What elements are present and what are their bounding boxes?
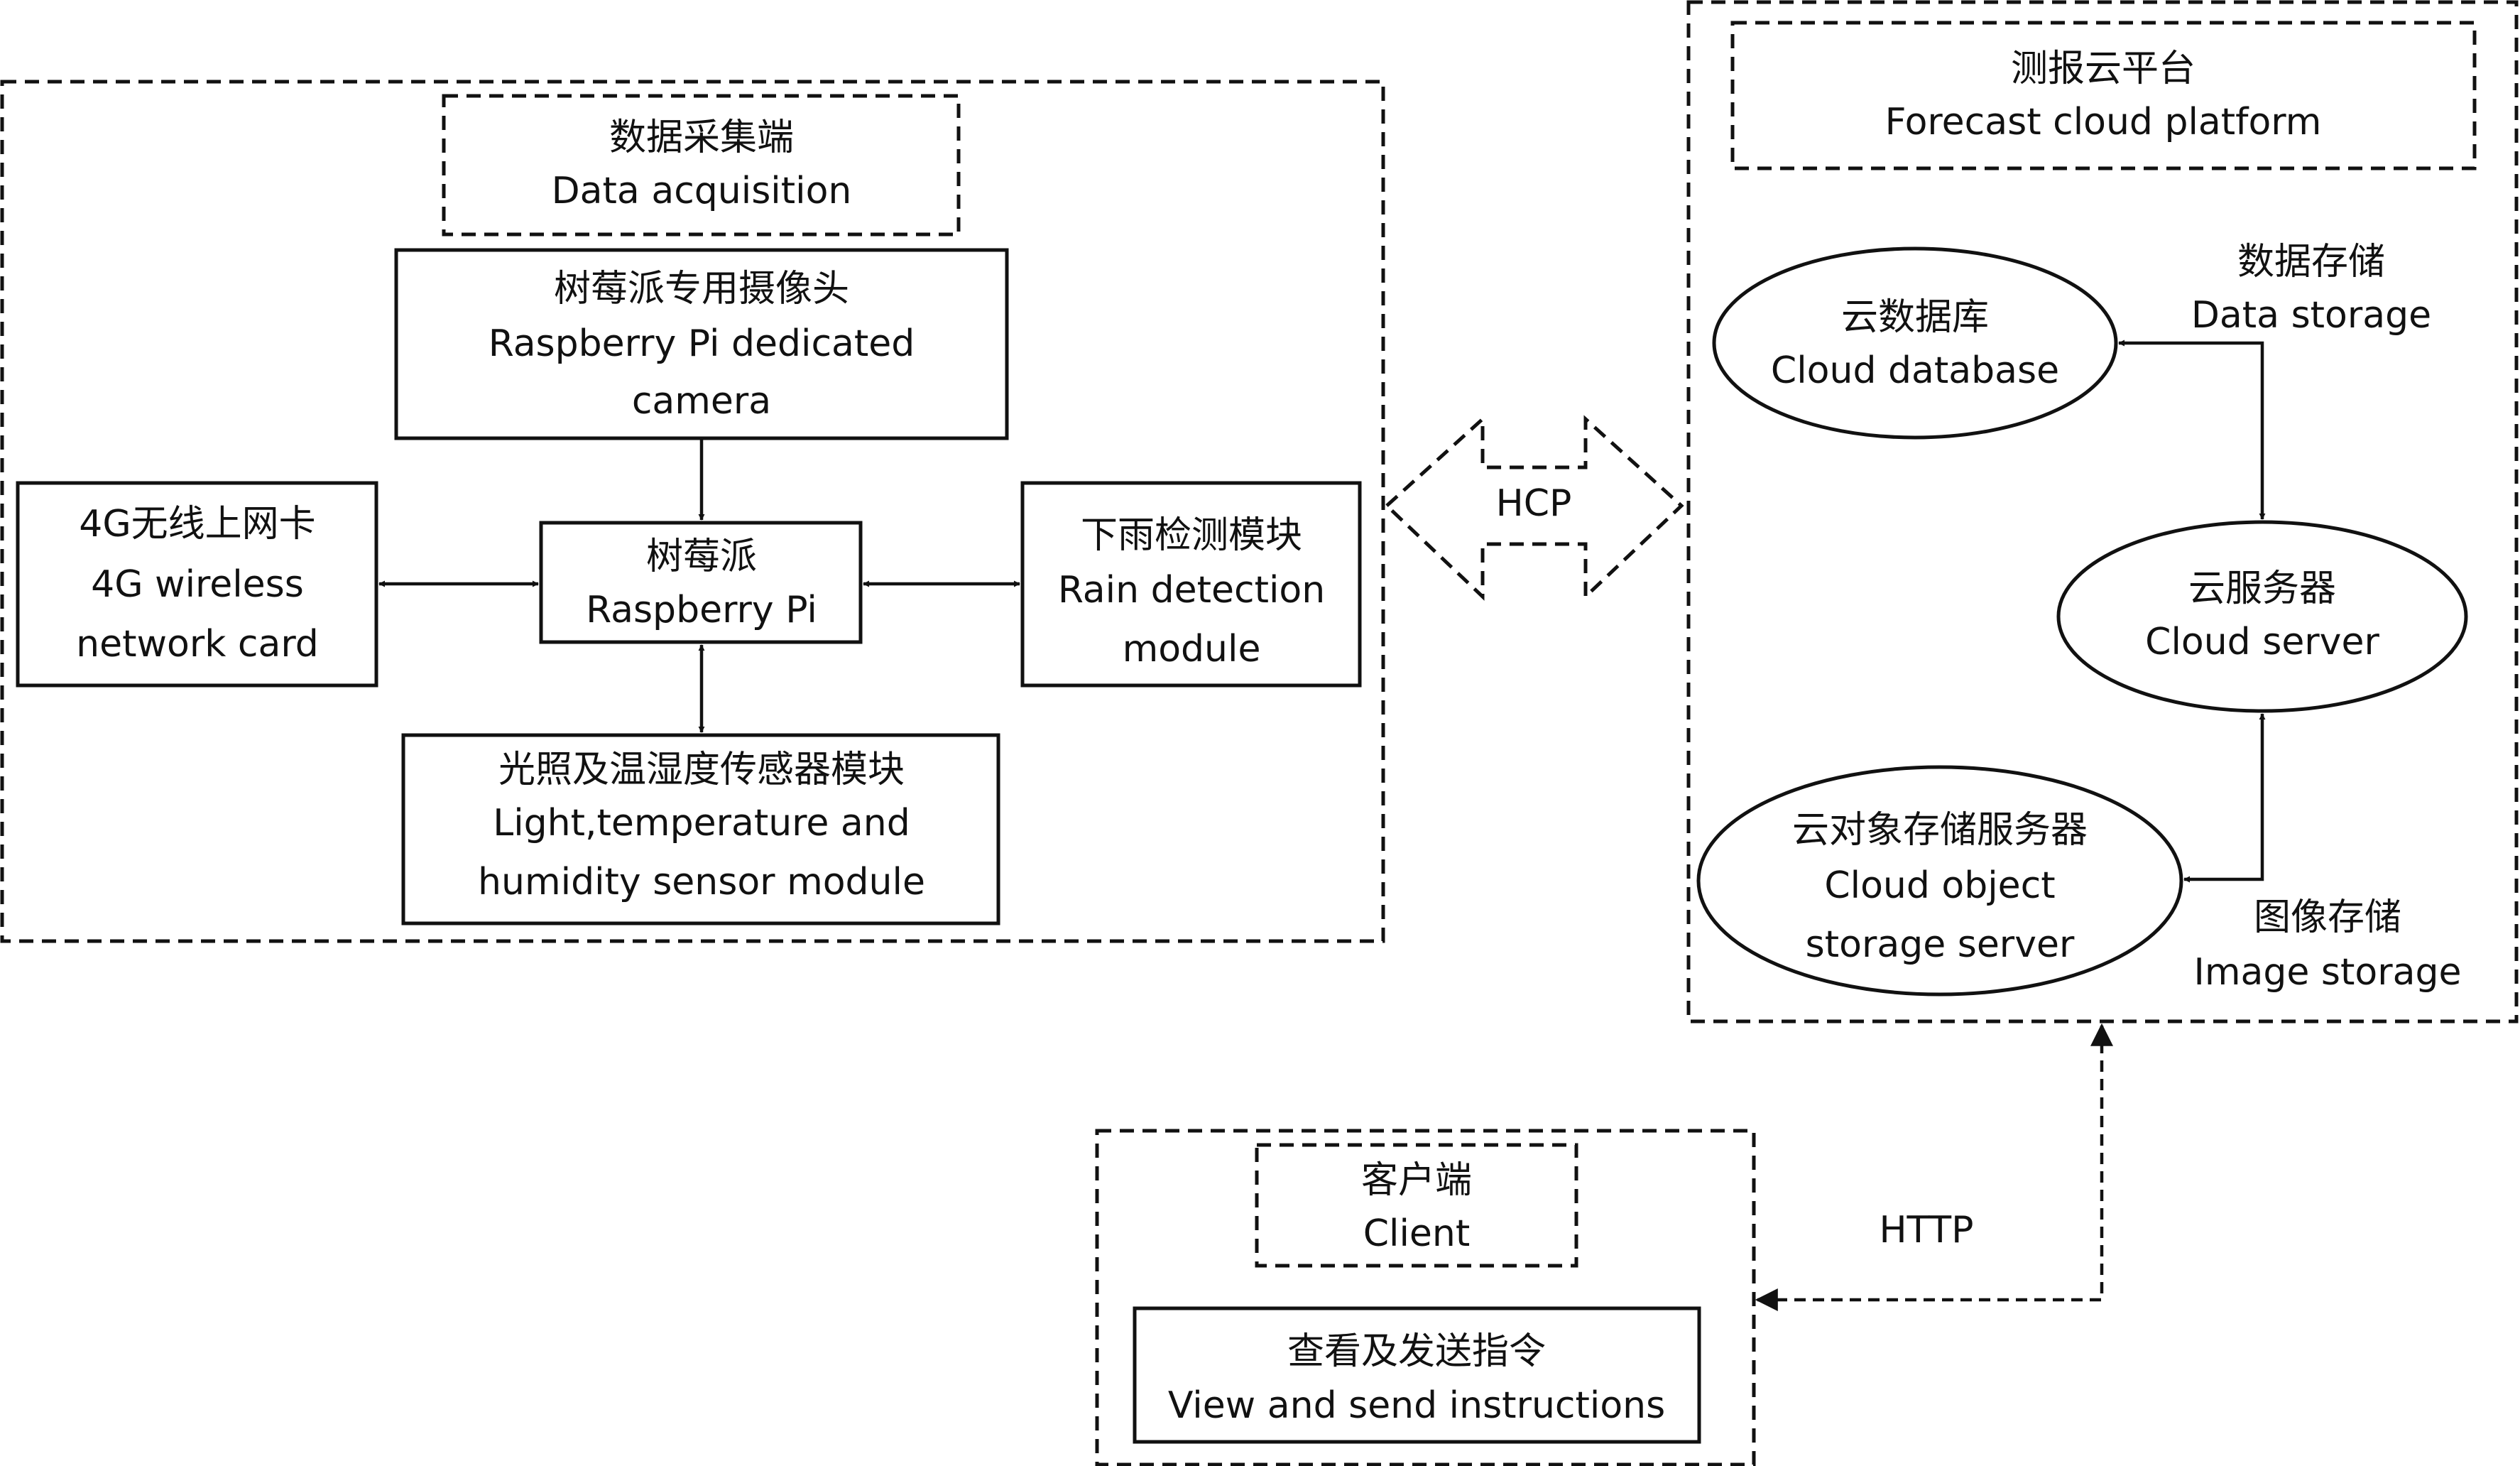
hcp-connection: HCP (1384, 415, 1684, 601)
hcp-label: HCP (1496, 482, 1572, 525)
cloud-server-ellipse (2056, 520, 2468, 713)
image-storage-label-en: Image storage (2194, 951, 2462, 994)
database-server-arrow (2118, 340, 2266, 520)
cloud-object-storage-label-cn: 云对象存储服务器 (1792, 809, 2088, 852)
wireless-card-label-en-line1: 4G wireless (91, 563, 304, 606)
data-acquisition-boundary (0, 80, 1385, 943)
http-dashed-arrow (1755, 1023, 2113, 1311)
rain-module-label-cn: 下雨检测模块 (1081, 514, 1302, 557)
wireless-card-label-cn: 4G无线上网卡 (79, 503, 315, 545)
cloud-platform-title-box: 测报云平台 Forecast cloud platform (1730, 21, 2477, 170)
camera-label-en-line2: camera (632, 380, 771, 423)
sensor-module-label-cn: 光照及温湿度传感器模块 (498, 749, 905, 791)
cloud-server-label-en: Cloud server (2145, 621, 2379, 663)
data-acquisition-title-cn: 数据采集端 (609, 116, 794, 159)
rain-module-label-en-line2: module (1123, 628, 1261, 670)
data-acquisition-group: 数据采集端 Data acquisition 树莓派专用摄像头 Raspberr… (0, 80, 1385, 943)
cloud-object-storage-ellipse (1696, 765, 2183, 997)
camera-box: 树莓派专用摄像头 Raspberry Pi dedicated camera (394, 248, 1009, 440)
sensor-module-box: 光照及温湿度传感器模块 Light,temperature and humidi… (401, 733, 1000, 925)
data-acquisition-title-box: 数据采集端 Data acquisition (442, 94, 961, 237)
raspberry-pi-label-en: Raspberry Pi (586, 589, 817, 631)
camera-label-en-line1: Raspberry Pi dedicated (489, 322, 915, 365)
rain-module-box: 下雨检测模块 Rain detection module (1020, 481, 1362, 688)
camera-label-cn: 树莓派专用摄像头 (554, 268, 849, 310)
data-storage-label-en: Data storage (2191, 294, 2431, 337)
cloud-platform-group: 测报云平台 Forecast cloud platform 云数据库 Cloud… (1686, 0, 2519, 1024)
wireless-card-frame (16, 481, 378, 688)
cloud-object-storage-node: 云对象存储服务器 Cloud object storage server (1696, 765, 2183, 997)
cloud-server-label-cn: 云服务器 (2188, 568, 2336, 610)
image-storage-label-cn: 图像存储 (2254, 896, 2401, 939)
http-label: HTTP (1879, 1209, 1973, 1251)
sensor-module-frame (401, 733, 1000, 925)
cloud-database-node: 云数据库 Cloud database (1712, 246, 2118, 440)
cloud-database-label-en: Cloud database (1771, 349, 2059, 392)
cloud-object-storage-label-en-line1: Cloud object (1824, 864, 2055, 907)
client-boundary (1095, 1129, 1756, 1466)
cloud-server-node: 云服务器 Cloud server (2056, 520, 2468, 713)
sensor-module-label-en-line1: Light,temperature and (493, 802, 910, 845)
camera-frame (394, 248, 1009, 440)
wireless-card-label-en-line2: network card (76, 623, 319, 666)
cloud-platform-title-cn: 测报云平台 (2011, 48, 2196, 90)
data-acquisition-title-frame (442, 94, 961, 237)
view-send-box: 查看及发送指令 View and send instructions (1133, 1306, 1701, 1444)
http-connection: HTTP (1755, 1023, 2113, 1311)
client-title-cn: 客户端 (1361, 1159, 1472, 1202)
storage-server-arrow (2183, 713, 2266, 883)
cloud-database-ellipse (1712, 246, 2118, 440)
cloud-platform-title-frame (1730, 21, 2477, 170)
hcp-double-arrow (1384, 415, 1684, 601)
sensor-module-label-en-line2: humidity sensor module (478, 861, 925, 903)
wireless-card-box: 4G无线上网卡 4G wireless network card (16, 481, 378, 688)
client-title-en: Client (1363, 1212, 1471, 1255)
raspberry-pi-label-cn: 树莓派 (646, 536, 757, 578)
raspberry-pi-box: 树莓派 Raspberry Pi (539, 521, 863, 644)
data-acquisition-title-en: Data acquisition (552, 170, 852, 212)
view-send-frame (1133, 1306, 1701, 1444)
cloud-database-label-cn: 云数据库 (1841, 296, 1989, 339)
cloud-platform-title-en: Forecast cloud platform (1885, 101, 2322, 143)
client-title-box: 客户端 Client (1255, 1143, 1578, 1268)
cloud-platform-boundary (1686, 0, 2519, 1024)
rain-module-frame (1020, 481, 1362, 688)
rain-module-label-en-line1: Rain detection (1058, 569, 1325, 612)
cloud-object-storage-label-en-line2: storage server (1806, 923, 2075, 966)
raspberry-pi-frame (539, 521, 863, 644)
data-storage-label-cn: 数据存储 (2237, 241, 2385, 283)
view-send-label-cn: 查看及发送指令 (1287, 1330, 1546, 1373)
client-title-frame (1255, 1143, 1578, 1268)
client-group: 客户端 Client 查看及发送指令 View and send instruc… (1095, 1129, 1756, 1466)
view-send-label-en: View and send instructions (1168, 1384, 1665, 1427)
